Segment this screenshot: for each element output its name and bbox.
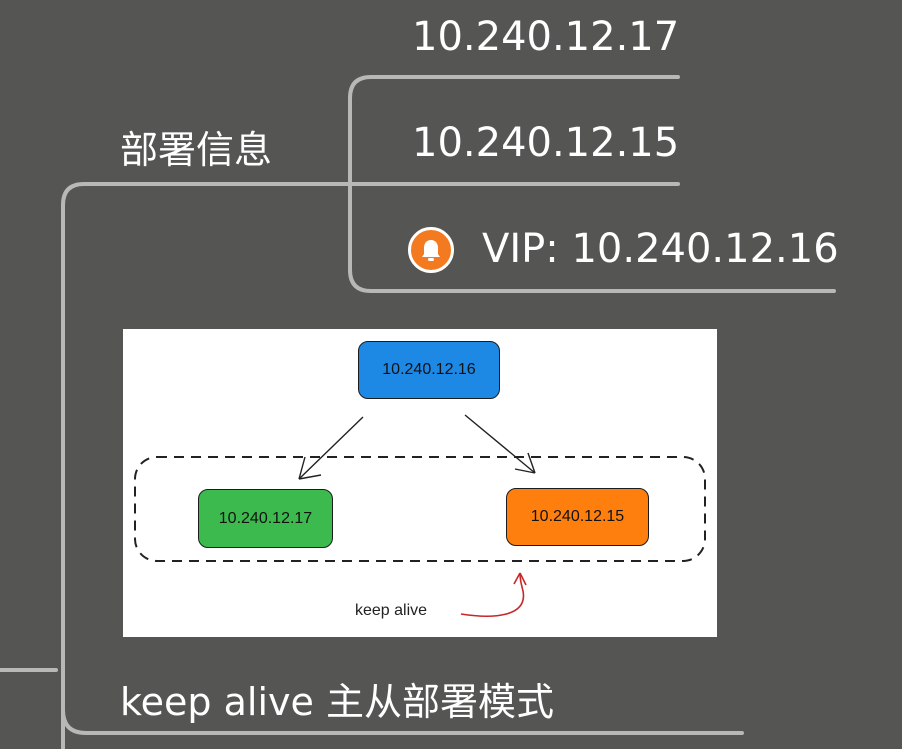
group-dashed-box — [134, 456, 706, 562]
child-vip[interactable]: VIP: 10.240.12.16 — [482, 226, 839, 272]
keepalive-diagram-image[interactable]: 10.240.12.16 10.240.12.17 10.240.12.15 k… — [123, 329, 717, 637]
bell-icon — [408, 227, 454, 273]
arrowhead-master — [298, 456, 322, 480]
arrow-to-master — [298, 416, 364, 480]
child-ip-1[interactable]: 10.240.12.17 — [412, 14, 680, 60]
bottom-topic-label[interactable]: keep alive 主从部署模式 — [120, 680, 554, 724]
diagram-arrows — [134, 414, 706, 617]
annotation-arrow — [460, 572, 525, 617]
arrow-to-backup — [464, 414, 536, 474]
keep-alive-annotation: keep alive — [355, 602, 428, 619]
bottom-branch-line — [61, 708, 744, 735]
backup-node: 10.240.12.15 — [506, 488, 649, 546]
arrowhead-backup — [514, 452, 536, 474]
vip-node: 10.240.12.16 — [358, 341, 500, 399]
child-bracket-line — [348, 75, 836, 293]
annotation-arrowhead — [513, 572, 527, 586]
topic-label[interactable]: 部署信息 — [120, 128, 273, 172]
master-node: 10.240.12.17 — [198, 489, 333, 548]
child-ip-2[interactable]: 10.240.12.15 — [412, 120, 680, 166]
trunk-line — [61, 182, 680, 749]
